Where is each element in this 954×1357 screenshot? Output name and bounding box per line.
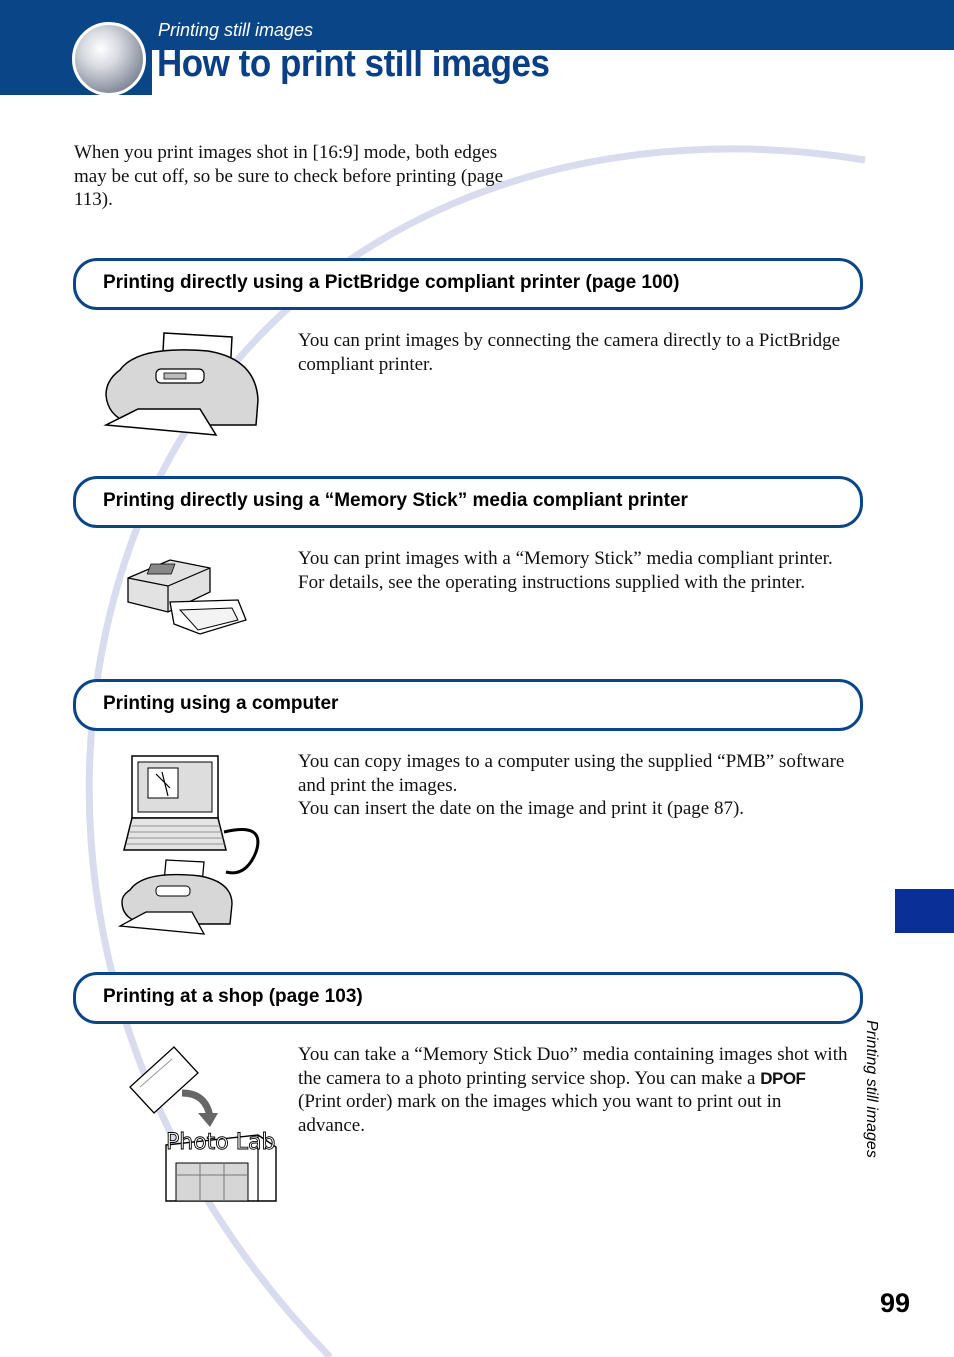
computer-printer-icon	[117, 755, 260, 935]
side-tab-marker	[895, 889, 954, 933]
text-memory-stick-printer: You can print images with a “Memory Stic…	[298, 547, 853, 594]
section-label: Printing still images	[158, 20, 314, 40]
heading-computer: Printing using a computer	[103, 693, 339, 714]
printer-icon	[103, 332, 259, 436]
text-computer-line-1: You can copy images to a computer using …	[298, 751, 845, 796]
heading-shop: Printing at a shop (page 103)	[103, 986, 363, 1007]
intro-paragraph: When you print images shot in [16:9] mod…	[74, 142, 504, 210]
text-computer: You can copy images to a computer using …	[298, 750, 853, 821]
text-shop-after: (Print order) mark on the images which y…	[298, 1091, 782, 1136]
memory-stick-card-icon	[129, 1046, 199, 1114]
text-computer-line-2: You can insert the date on the image and…	[298, 798, 745, 819]
heading-box-computer: Printing using a computer	[73, 679, 863, 731]
heading-box-shop: Printing at a shop (page 103)	[73, 972, 863, 1024]
text-memory-stick-line-1: You can print images with a “Memory Stic…	[298, 548, 833, 569]
shop-building-icon	[165, 1134, 277, 1202]
heading-memory-stick-printer: Printing directly using a “Memory Stick”…	[103, 490, 688, 511]
dpof-mark: DPOF	[760, 1068, 806, 1088]
side-tab-label: Printing still images	[863, 1020, 880, 1158]
heading-box-memory-stick-printer: Printing directly using a “Memory Stick”…	[73, 476, 863, 528]
section-disc-icon	[72, 22, 146, 96]
page-number: 99	[880, 1288, 911, 1318]
page-title: How to print still images	[157, 43, 550, 85]
text-pictbridge: You can print images by connecting the c…	[298, 330, 841, 375]
photo-printer-icon	[127, 559, 247, 635]
heading-pictbridge: Printing directly using a PictBridge com…	[103, 272, 680, 293]
text-memory-stick-line-2: For details, see the operating instructi…	[298, 571, 806, 593]
text-shop-before: You can take a “Memory Stick Duo” media …	[298, 1044, 848, 1089]
photo-lab-icon: Photo Lab	[129, 1046, 277, 1202]
text-shop: You can take a “Memory Stick Duo” media …	[298, 1043, 853, 1137]
header-bar	[0, 0, 954, 50]
heading-box-pictbridge: Printing directly using a PictBridge com…	[73, 258, 863, 310]
photo-lab-sign: Photo Lab	[166, 1130, 275, 1155]
